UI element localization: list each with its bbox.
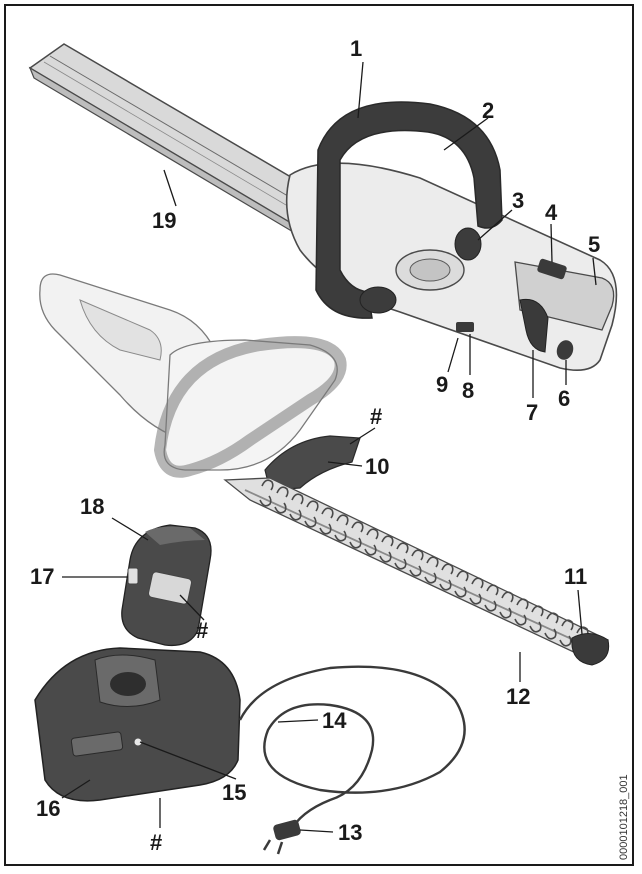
blade-tooth — [364, 544, 377, 556]
callout-6: 6 — [558, 386, 571, 411]
callout-5: 5 — [588, 232, 601, 257]
blade-tooth — [366, 528, 379, 540]
callout-17: 17 — [30, 564, 55, 589]
callout-4: 4 — [545, 200, 558, 225]
blade-tooth — [334, 530, 347, 542]
callout-11: 11 — [564, 564, 588, 589]
blade-tooth — [276, 486, 289, 498]
callout-14: 14 — [322, 708, 347, 733]
blade-tooth — [424, 572, 437, 584]
blade-tooth — [409, 565, 422, 577]
upper-blade — [28, 43, 332, 238]
blade-tooth — [319, 523, 332, 535]
plug — [262, 819, 301, 855]
callout-18: 18 — [80, 494, 105, 519]
callout-3: 3 — [512, 188, 525, 213]
blade-tooth — [396, 542, 409, 554]
blade-tooth — [349, 537, 362, 549]
callout-19: 19 — [152, 208, 177, 233]
callout-8: 8 — [462, 378, 475, 403]
blade-tooth — [561, 619, 574, 631]
blade-tooth — [289, 509, 302, 521]
blade-tooth — [426, 556, 439, 568]
blade-tooth — [304, 516, 317, 528]
blade-tooth — [544, 628, 557, 640]
blade-tooth — [471, 577, 484, 589]
blade-tooth — [516, 598, 529, 610]
power-cable — [238, 665, 466, 833]
blade-tooth — [441, 563, 454, 575]
blade-tooth — [514, 614, 527, 626]
callout-16: 16 — [36, 796, 61, 821]
blade-tooth — [291, 493, 304, 505]
callout-hash-guard: # — [370, 404, 383, 429]
blade-tooth — [559, 635, 572, 647]
blade-tooth — [546, 612, 559, 624]
blade-tooth — [306, 500, 319, 512]
upper-trimmer-body — [285, 101, 618, 371]
blade-teeth — [259, 479, 589, 654]
charger — [34, 647, 241, 802]
blade-tooth — [499, 607, 512, 619]
blade-tooth — [469, 593, 482, 605]
blade-tooth — [336, 514, 349, 526]
callout-hash-battery: # — [196, 618, 209, 643]
blade-tooth — [274, 502, 287, 514]
blade-tooth — [439, 579, 452, 591]
callout-10: 10 — [365, 454, 390, 479]
blade-tooth — [484, 600, 497, 612]
blade-tooth — [454, 586, 467, 598]
callout-7: 7 — [526, 400, 539, 425]
blade-tooth — [394, 558, 407, 570]
blade-tooth — [259, 495, 272, 507]
callout-9: 9 — [436, 372, 449, 397]
blade-tooth — [381, 535, 394, 547]
blade-tooth — [321, 507, 334, 519]
blade-tooth — [531, 605, 544, 617]
blade-tooth — [501, 591, 514, 603]
blade-tooth — [486, 584, 499, 596]
blade-tip-guard — [571, 633, 610, 666]
callout-12: 12 — [506, 684, 531, 709]
figure-reference-code: 0000101218_001 — [618, 774, 630, 860]
blade-tooth — [379, 551, 392, 563]
callout-15: 15 — [222, 780, 247, 805]
leader-lines — [61, 61, 597, 833]
callout-1: 1 — [350, 36, 363, 61]
blade-tooth — [261, 479, 274, 491]
callout-2: 2 — [482, 98, 495, 123]
blade-tooth — [411, 549, 424, 561]
callout-hash-charger: # — [150, 830, 163, 855]
blade-tooth — [456, 570, 469, 582]
blade-tooth — [529, 621, 542, 633]
callout-13: 13 — [338, 820, 363, 845]
blade-tooth — [351, 521, 364, 533]
